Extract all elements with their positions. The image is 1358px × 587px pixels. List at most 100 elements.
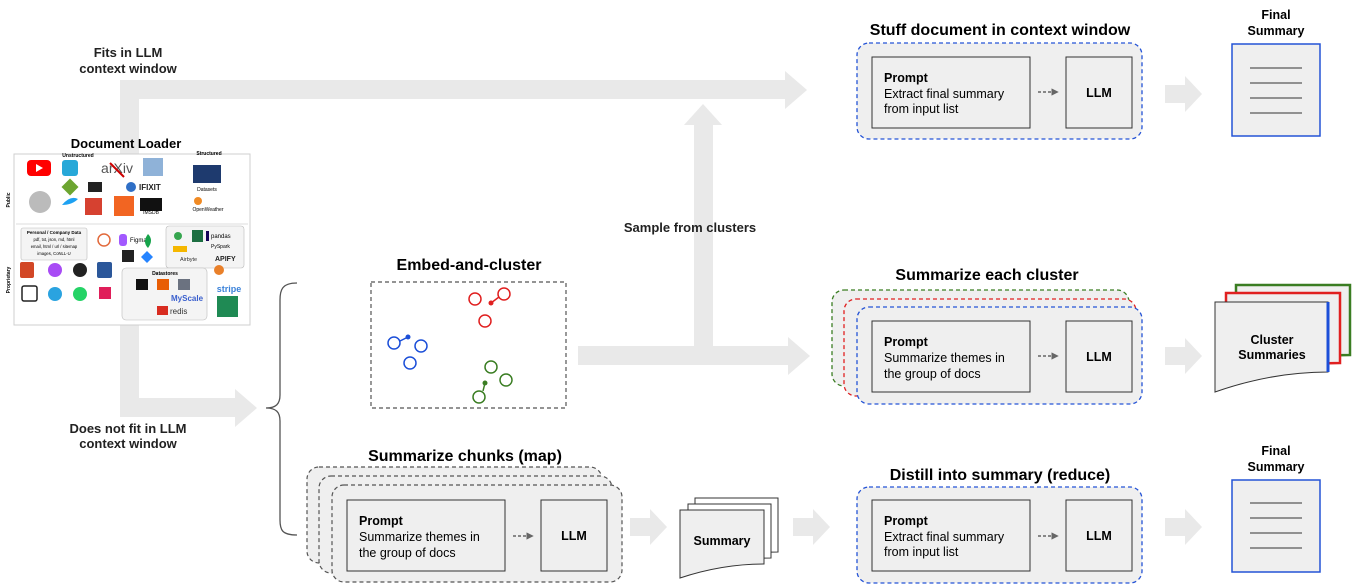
red-point-1 bbox=[468, 292, 482, 306]
curly-brace bbox=[265, 282, 298, 536]
github-icon bbox=[73, 263, 87, 277]
cluster-prompt-box bbox=[871, 320, 1031, 393]
gitbook-red-icon bbox=[85, 198, 102, 215]
summary-page-front bbox=[679, 509, 765, 579]
stuff-title: Stuff document in context window bbox=[870, 22, 1131, 39]
label-notfit-line1: Does not fit in LLM bbox=[70, 421, 187, 436]
arrow-embed-shaft bbox=[578, 346, 788, 365]
map-section: Summarize chunks (map) Prompt Summarize … bbox=[306, 448, 623, 583]
final-bottom-document bbox=[1231, 479, 1321, 573]
reduce-prompt-title: Prompt bbox=[884, 514, 929, 528]
label-fits-line2: context window bbox=[79, 61, 177, 76]
spreadsheet-icon bbox=[217, 296, 238, 317]
map-llm-label: LLM bbox=[561, 529, 587, 543]
red-point-2 bbox=[497, 287, 511, 301]
arxiv-x-mark bbox=[109, 162, 125, 178]
final-top-line2: Summary bbox=[1248, 24, 1305, 38]
figma-icon bbox=[119, 234, 127, 246]
notion-like-icon bbox=[97, 233, 111, 247]
airbyte-logo: Airbyte bbox=[180, 257, 197, 263]
map-prompt-line2: the group of docs bbox=[359, 546, 456, 560]
wikipedia-icon bbox=[29, 191, 51, 213]
reduce-prompt-box bbox=[871, 499, 1031, 572]
cluster-section: Summarize each cluster Prompt Summarize … bbox=[831, 267, 1143, 405]
datasets-icon bbox=[193, 165, 221, 183]
excel-icon bbox=[192, 230, 203, 242]
imsdb-logo: IMSDB bbox=[143, 210, 160, 216]
label-notfit-line2: context window bbox=[79, 436, 177, 451]
stuff-llm-label: LLM bbox=[1086, 86, 1112, 100]
final-bottom-line2: Summary bbox=[1248, 460, 1305, 474]
stuff-prompt-line2: from input list bbox=[884, 102, 959, 116]
redis-icon bbox=[157, 306, 168, 315]
stuff-section: Stuff document in context window Prompt … bbox=[856, 22, 1143, 140]
azure-storage-icon bbox=[174, 232, 182, 240]
slack-icon bbox=[99, 287, 111, 299]
red-centroid bbox=[488, 300, 494, 306]
reduce-section: Distill into summary (reduce) Prompt Ext… bbox=[856, 467, 1143, 584]
arrow-fits-shaft bbox=[120, 80, 785, 99]
reduce-prompt-line1: Extract final summary bbox=[884, 530, 1005, 544]
pandas-logo: pandas bbox=[211, 234, 231, 240]
apify-logo: APIFY bbox=[215, 256, 236, 263]
wix-icon bbox=[122, 250, 134, 262]
map-title: Summarize chunks (map) bbox=[368, 448, 562, 465]
gitbook-icon bbox=[61, 178, 79, 196]
datastore-icon-3 bbox=[178, 279, 190, 290]
pandas-icon bbox=[206, 231, 209, 241]
cluster-prompt-line1: Summarize themes in bbox=[884, 351, 1005, 365]
arrow-fits-head bbox=[785, 71, 807, 109]
company-data-box bbox=[20, 227, 88, 261]
telegram-icon bbox=[48, 287, 62, 301]
loader-unstructured-label: Unstructured bbox=[62, 153, 93, 159]
evernote-icon bbox=[145, 234, 151, 248]
stripe-logo: stripe bbox=[217, 284, 242, 294]
loader-structured-label: Structured bbox=[196, 151, 221, 157]
embed-section: Embed-and-cluster bbox=[370, 257, 567, 409]
green-point-2 bbox=[499, 373, 513, 387]
final-top-line1: Final bbox=[1261, 8, 1290, 22]
blue-centroid bbox=[405, 334, 411, 340]
messenger-icon bbox=[48, 263, 62, 277]
stuff-prompt-box bbox=[871, 56, 1031, 129]
stuff-llm-box bbox=[1065, 56, 1133, 129]
loader-proprietary-label: Proprietary bbox=[6, 266, 12, 293]
final-bottom-line1: Final bbox=[1261, 444, 1290, 458]
whatsapp-icon bbox=[73, 287, 87, 301]
powerpoint-icon bbox=[20, 262, 34, 278]
cluster-summaries-line1: Cluster bbox=[1250, 333, 1293, 347]
ifixit-logo: IFIXIT bbox=[139, 183, 161, 192]
red-point-3 bbox=[478, 314, 492, 328]
company-data-line2: email, html / url / sitemap bbox=[31, 244, 78, 249]
cluster-summaries: Cluster Summaries bbox=[1214, 283, 1352, 393]
cc-icon bbox=[88, 182, 102, 192]
twitter-icon bbox=[62, 197, 78, 205]
loader-public-label: Public bbox=[6, 192, 12, 207]
arrow-to-cluster-summaries bbox=[1165, 338, 1202, 374]
hugging-icon bbox=[214, 265, 224, 275]
structured-proprietary-box bbox=[165, 225, 245, 269]
final-summary-bottom: Final Summary bbox=[1231, 444, 1321, 573]
imsdb-icon bbox=[140, 198, 162, 211]
company-data-title: Personal / Company Data bbox=[27, 230, 82, 235]
label-fits-line1: Fits in LLM bbox=[94, 45, 163, 60]
bigquery-icon bbox=[173, 246, 187, 252]
map-llm-box bbox=[540, 499, 608, 572]
reduce-llm-label: LLM bbox=[1086, 529, 1112, 543]
reduce-llm-box bbox=[1065, 499, 1133, 572]
arrow-notfit-head bbox=[235, 389, 257, 427]
youtube-play-icon bbox=[36, 164, 43, 172]
arrow-sample-shaft bbox=[694, 125, 713, 355]
cluster-llm-label: LLM bbox=[1086, 350, 1112, 364]
notion-icon bbox=[21, 285, 38, 302]
arxiv-logo: arXiv bbox=[101, 160, 133, 176]
green-point-3 bbox=[472, 390, 486, 404]
arrow-to-reduce bbox=[793, 509, 830, 545]
final-summary-top: Final Summary bbox=[1231, 8, 1321, 137]
cluster-title: Summarize each cluster bbox=[895, 267, 1078, 284]
cluster-prompt-title: Prompt bbox=[884, 335, 929, 349]
redis-logo: redis bbox=[170, 307, 187, 316]
summary-stack: Summary bbox=[679, 497, 779, 579]
summary-stack-label: Summary bbox=[694, 534, 751, 548]
